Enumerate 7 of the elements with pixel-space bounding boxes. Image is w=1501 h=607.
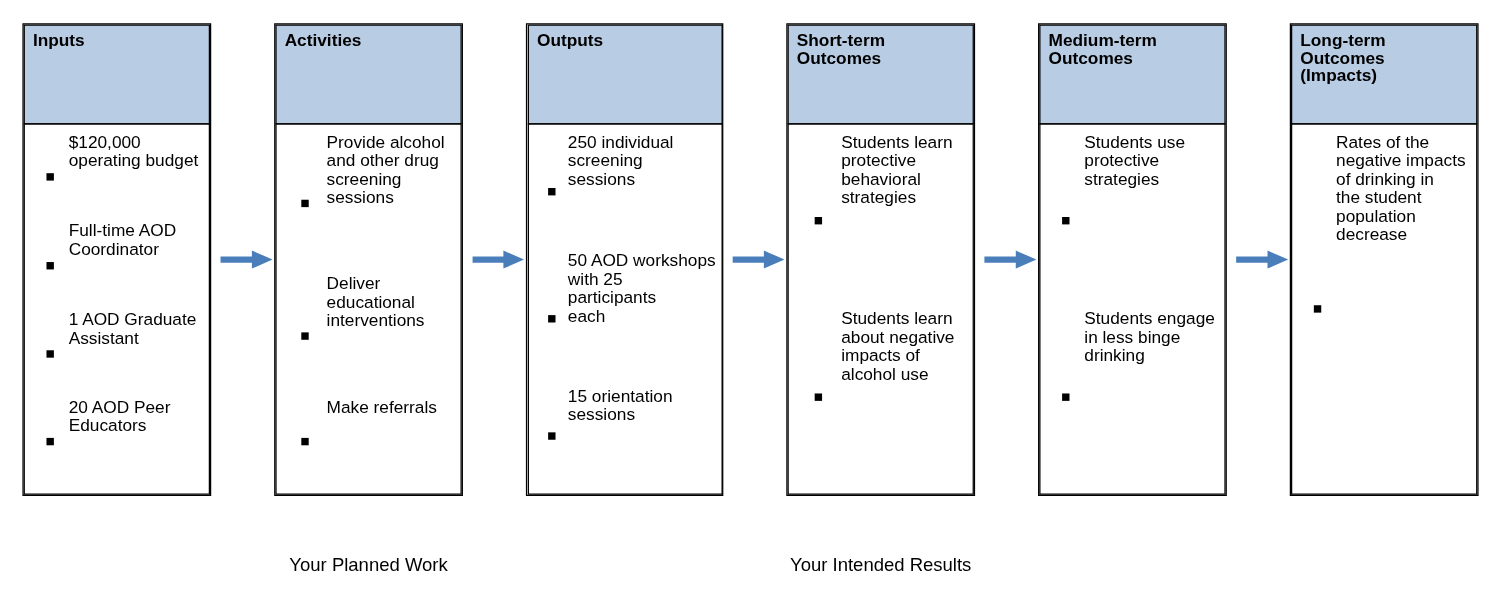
arrow xyxy=(472,250,525,269)
arrow xyxy=(1236,250,1289,269)
arrow xyxy=(732,250,785,269)
label: Your Intended Results xyxy=(790,553,972,575)
arrow xyxy=(984,250,1037,269)
arrow xyxy=(220,250,273,269)
label: Your Planned Work xyxy=(289,553,448,575)
